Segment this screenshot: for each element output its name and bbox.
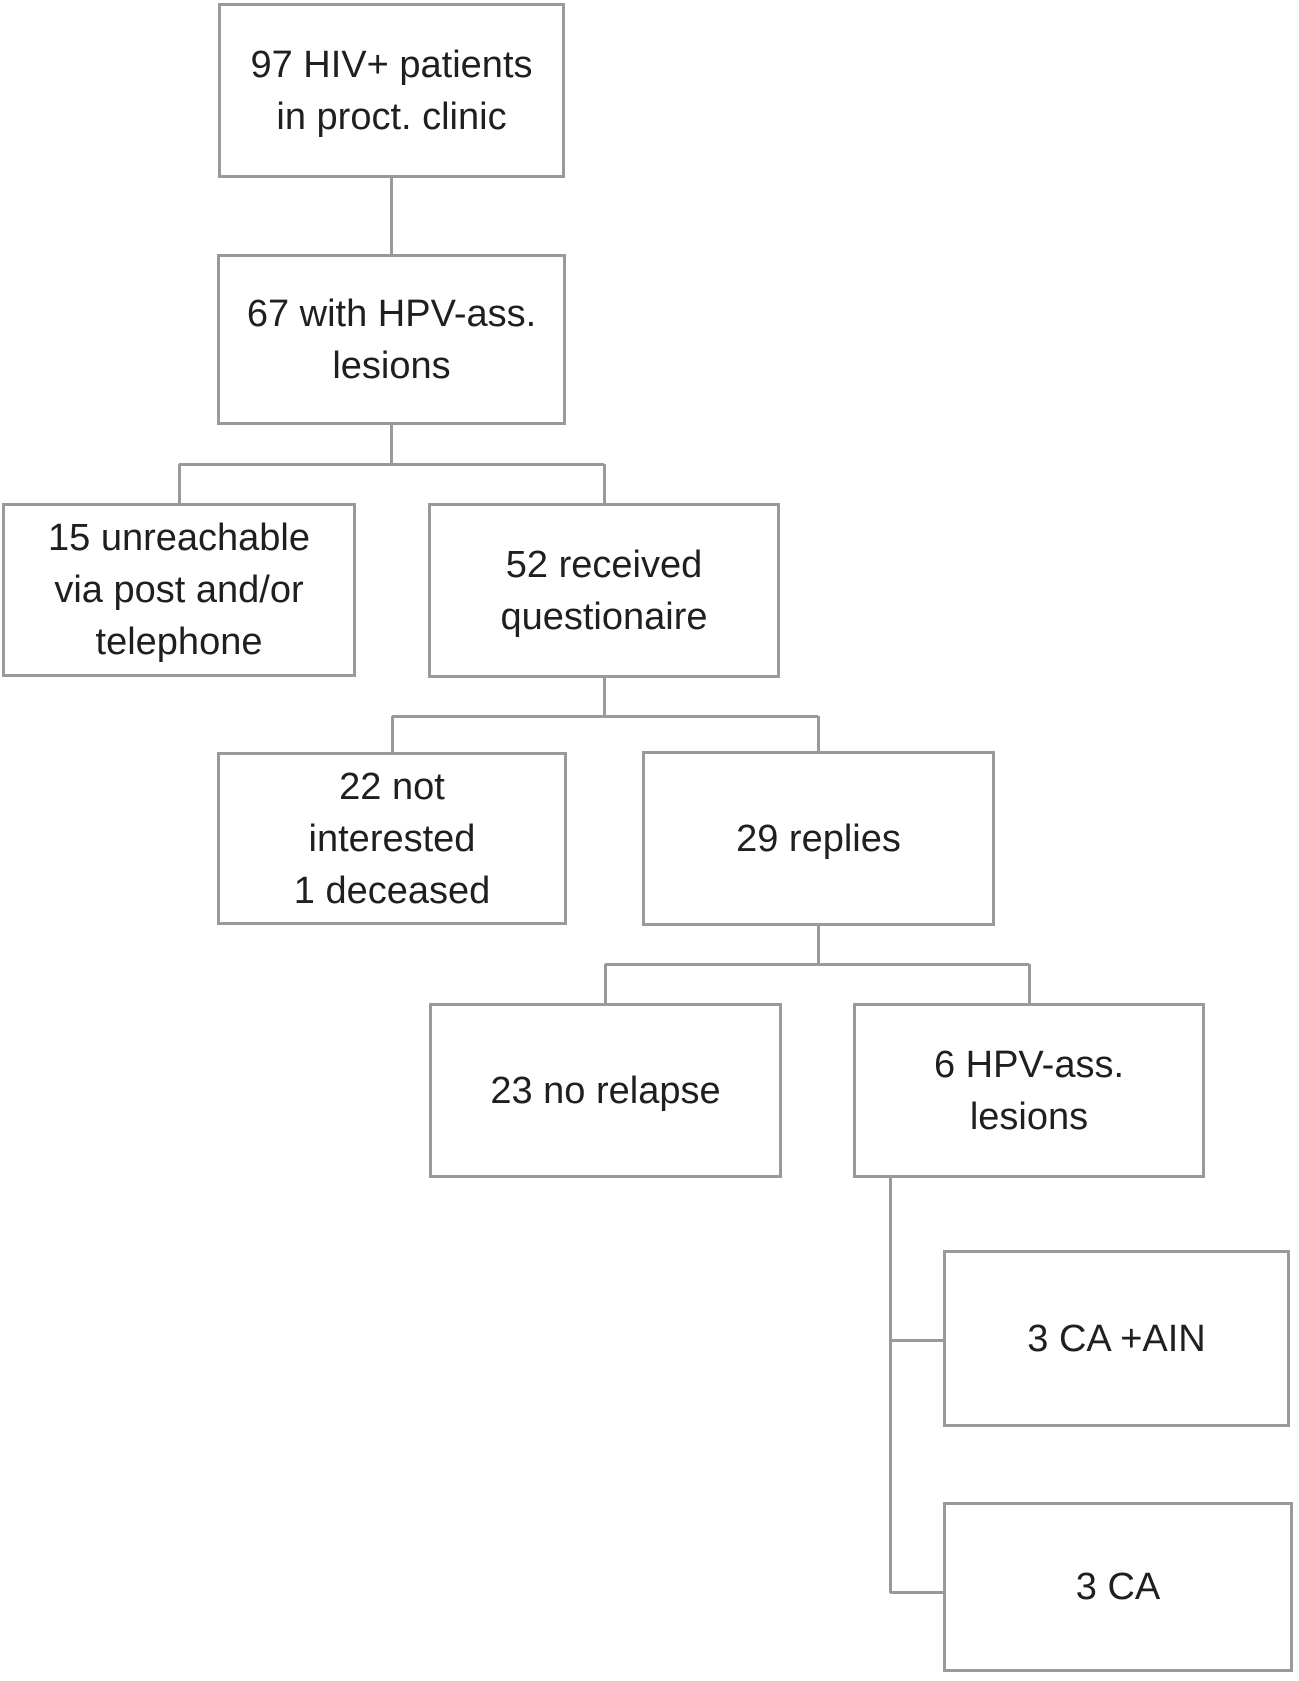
connector-line-c13	[1027, 964, 1031, 1003]
flow-box-no-relapse-23: 23 no relapse	[429, 1003, 782, 1178]
flow-box-label-unreachable-15: 15 unreachable via post and/or telephone	[48, 517, 310, 663]
flow-box-label-ca-3: 3 CA	[1075, 1566, 1161, 1608]
flow-box-label-no-relapse-23: 23 no relapse	[490, 1069, 721, 1112]
flow-box-label-ca-ain-3: 3 CA +AIN	[1027, 1317, 1206, 1360]
flow-box-not-interested-22: 22 not interested 1 deceased	[217, 752, 567, 925]
flow-box-label-replies-29: 29 replies	[736, 817, 901, 860]
flow-box-label-hpv-lesions-6: 6 HPV-ass. lesions	[933, 1043, 1125, 1138]
flow-box-received-questionaire-52: 52 received questionaire	[428, 503, 780, 678]
flow-box-label-not-interested-22: 22 not interested 1 deceased	[293, 765, 491, 912]
connector-line-c12	[603, 964, 607, 1003]
connector-line-c11	[605, 962, 1029, 966]
flow-box-hpv-lesions-67: 67 with HPV-ass. lesions	[217, 254, 566, 425]
connector-line-c15	[890, 1338, 943, 1342]
flow-box-label-patients-97: 97 HIV+ patients in proct. clinic	[250, 43, 533, 138]
flow-box-ca-ain-3: 3 CA +AIN	[943, 1250, 1290, 1427]
flow-box-ca-3: 3 CA	[943, 1502, 1293, 1672]
flow-box-hpv-lesions-6: 6 HPV-ass. lesions	[853, 1003, 1205, 1178]
connector-line-c10	[816, 926, 820, 964]
flow-box-label-received-questionaire-52: 52 received questionaire	[500, 543, 708, 638]
connector-line-c3	[179, 462, 604, 466]
connector-line-c7	[392, 714, 818, 718]
flow-box-replies-29: 29 replies	[642, 751, 995, 926]
connector-line-c16	[890, 1590, 943, 1594]
connector-line-c1	[389, 178, 393, 254]
connector-line-c5	[602, 464, 606, 503]
flow-box-label-hpv-lesions-67: 67 with HPV-ass. lesions	[246, 292, 537, 387]
connector-line-c9	[816, 716, 820, 751]
connector-line-c8	[390, 716, 394, 752]
connector-line-c6	[602, 678, 606, 716]
connector-line-c14	[888, 1178, 892, 1593]
connector-line-c2	[389, 425, 393, 464]
flow-box-unreachable-15: 15 unreachable via post and/or telephone	[2, 503, 356, 677]
flow-box-patients-97: 97 HIV+ patients in proct. clinic	[218, 3, 565, 178]
connector-line-c4	[177, 464, 181, 503]
